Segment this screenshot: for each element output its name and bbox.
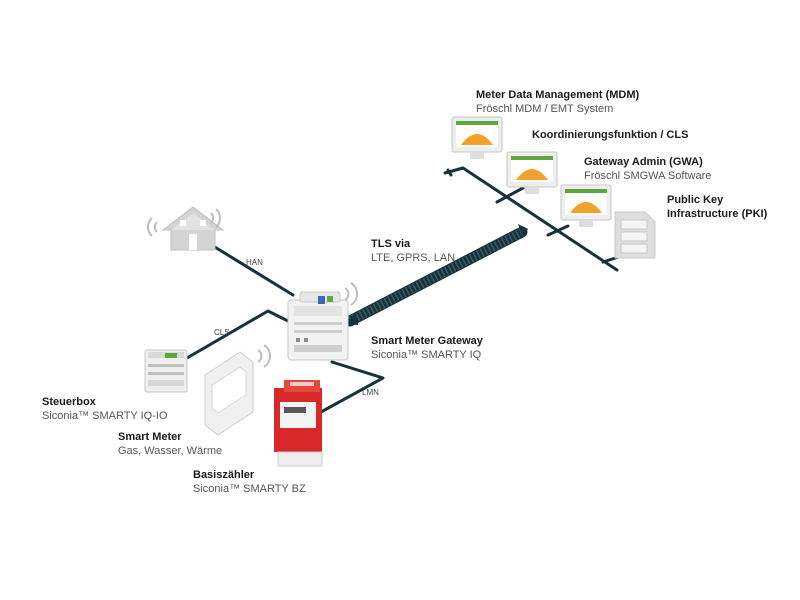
tls-subtitle: LTE, GPRS, LAN (371, 252, 456, 264)
lmn-link-label: LMN (362, 388, 379, 397)
cls-function-title: Koordinierungsfunktion / CLS (532, 129, 689, 141)
cls-link-label: CLS (214, 328, 230, 337)
steuerbox-label: Steuerbox Siconia™ SMARTY IQ-IO (42, 395, 168, 423)
gwa-label: Gateway Admin (GWA) Fröschl SMGWA Softwa… (584, 155, 711, 183)
house-icon (161, 206, 225, 251)
gateway-subtitle: Siconia™ SMARTY IQ (371, 349, 482, 361)
basiszaehler-label: Basiszähler Siconia™ SMARTY BZ (193, 468, 306, 496)
smart-meter-title: Smart Meter (118, 431, 182, 443)
wifi-icon (146, 208, 222, 237)
gwa-title: Gateway Admin (GWA) (584, 156, 703, 168)
cable-icon (344, 224, 528, 327)
cls-line (185, 309, 294, 360)
steuerbox-subtitle: Siconia™ SMARTY IQ-IO (42, 410, 168, 422)
han-line (203, 239, 295, 297)
pki-title-line2: Infrastructure (PKI) (667, 208, 768, 220)
gateway-label: Smart Meter Gateway Siconia™ SMARTY IQ (371, 334, 483, 362)
monitor-icon (451, 116, 503, 159)
gateway-title: Smart Meter Gateway (371, 335, 483, 347)
mdm-label: Meter Data Management (MDM) Fröschl MDM … (476, 88, 639, 116)
mdm-title: Meter Data Management (MDM) (476, 89, 640, 101)
mdm-link-line (446, 168, 453, 177)
tls-label: TLS via LTE, GPRS, LAN (371, 237, 455, 265)
smart-meter-wifi-icon (257, 344, 271, 368)
gwa-subtitle: Fröschl SMGWA Software (584, 170, 712, 182)
steuerbox-device-icon (144, 349, 188, 393)
pki-title-line1: Public Key (667, 194, 724, 206)
smart-meter-label: Smart Meter Gas, Wasser, Wärme (118, 430, 222, 458)
basiszaehler-subtitle: Siconia™ SMARTY BZ (193, 483, 306, 495)
gateway-wifi-icon (344, 282, 358, 306)
pki-label: Public Key Infrastructure (PKI) (667, 193, 767, 221)
cls-link-line (495, 186, 525, 204)
lmn-line (319, 360, 385, 414)
gwa-link-line (546, 224, 570, 237)
monitor-icon (506, 151, 558, 194)
basiszaehler-title: Basiszähler (193, 469, 255, 481)
mdm-subtitle: Fröschl MDM / EMT System (476, 103, 614, 115)
smart-meter-icon (204, 351, 254, 436)
tls-title: TLS via (371, 238, 411, 250)
monitor-icon (560, 184, 612, 227)
basiszaehler-meter-icon (274, 380, 323, 467)
steuerbox-title: Steuerbox (42, 396, 96, 408)
backbone-line (443, 166, 619, 272)
gateway-device-icon (287, 291, 349, 361)
connection-lines (185, 166, 627, 414)
server-icon (614, 211, 656, 259)
smart-meter-subtitle: Gas, Wasser, Wärme (118, 445, 223, 457)
cls-function-label: Koordinierungsfunktion / CLS (532, 128, 688, 142)
han-link-label: HAN (246, 258, 263, 267)
